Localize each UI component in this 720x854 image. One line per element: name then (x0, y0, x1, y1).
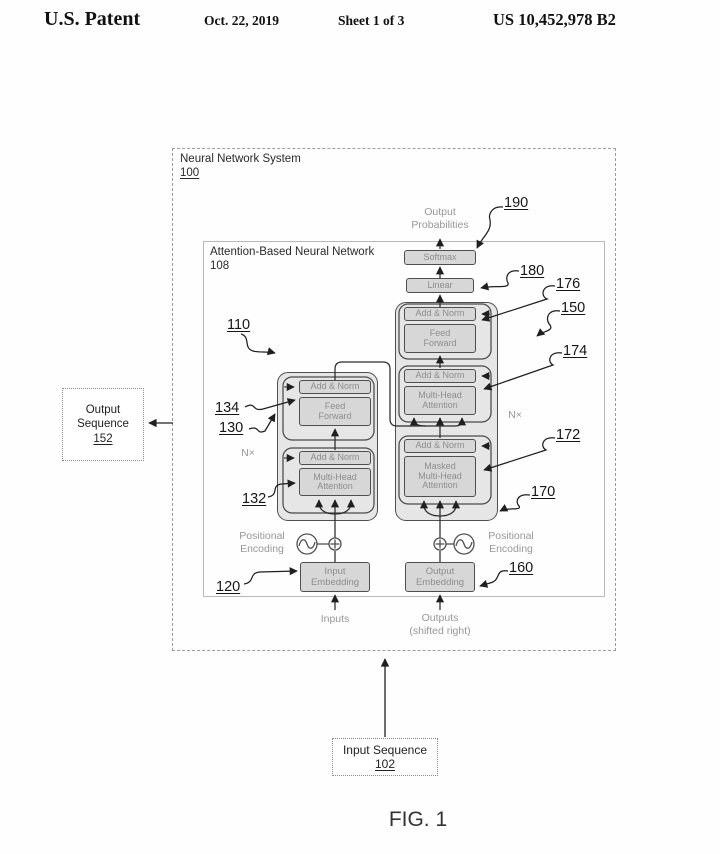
outputs-label: Outputs (shifted right) (409, 612, 471, 637)
system-box-ref: 100 (180, 167, 200, 179)
decoder-add-norm-block: Add & Norm (404, 369, 476, 383)
ref-160: 160 (509, 560, 534, 576)
ref-110: 110 (227, 317, 251, 333)
softmax-block: Softmax (404, 250, 476, 265)
neural-network-system-box (172, 148, 616, 651)
ref-102: 102 (374, 757, 396, 771)
attention-network-box (203, 241, 605, 597)
ref-180: 180 (520, 263, 545, 279)
header-title: U.S. Patent (44, 8, 141, 30)
figure-caption: FIG. 1 (388, 808, 448, 831)
ref-174: 174 (563, 343, 588, 359)
encoder-multi-head-attention-block: Multi-Head Attention (299, 468, 371, 496)
decoder-feed-forward-block: Feed Forward (404, 324, 476, 353)
ref-152: 152 (93, 432, 113, 445)
ref-132: 132 (242, 491, 267, 507)
ref-190: 190 (504, 195, 529, 211)
encoder-feed-forward-block: Feed Forward (299, 397, 371, 426)
encoder-add-norm-block: Add & Norm (299, 380, 371, 394)
header-patent-number: US 10,452,978 B2 (493, 10, 616, 29)
nx-label-decoder: N× (508, 409, 522, 421)
decoder-multi-head-attention-block: Multi-Head Attention (404, 386, 476, 415)
ref-134: 134 (215, 400, 240, 416)
network-box-ref: 108 (210, 260, 230, 272)
encoder-add-norm-block: Add & Norm (299, 451, 371, 465)
header-sheet: Sheet 1 of 3 (338, 13, 405, 28)
ref-172: 172 (556, 427, 581, 443)
input-embedding-block: Input Embedding (300, 562, 370, 592)
output-probabilities-label: Output Probabilities (411, 206, 469, 231)
decoder-add-norm-block: Add & Norm (404, 439, 476, 453)
ref-170: 170 (531, 484, 556, 500)
nx-label-encoder: N× (241, 447, 255, 459)
decoder-add-norm-block: Add & Norm (404, 307, 476, 321)
inputs-label: Inputs (320, 613, 350, 625)
positional-encoding-label-right: Positional Encoding (488, 530, 534, 555)
ref-176: 176 (556, 276, 581, 292)
encoder-stack (277, 372, 378, 521)
positional-encoding-label-left: Positional Encoding (239, 530, 285, 555)
output-embedding-block: Output Embedding (405, 562, 475, 592)
input-sequence-box: Input Sequence 102 (332, 738, 438, 776)
ref-120: 120 (216, 579, 241, 595)
header-date: Oct. 22, 2019 (204, 13, 279, 28)
system-box-title: Neural Network System (180, 153, 301, 165)
ref-150: 150 (561, 300, 586, 316)
linear-block: Linear (406, 278, 474, 293)
output-sequence-box: Output Sequence 152 (62, 388, 144, 461)
masked-multi-head-attention-block: Masked Multi-Head Attention (404, 456, 476, 497)
network-box-title: Attention-Based Neural Network (210, 246, 375, 258)
ref-130: 130 (219, 420, 244, 436)
